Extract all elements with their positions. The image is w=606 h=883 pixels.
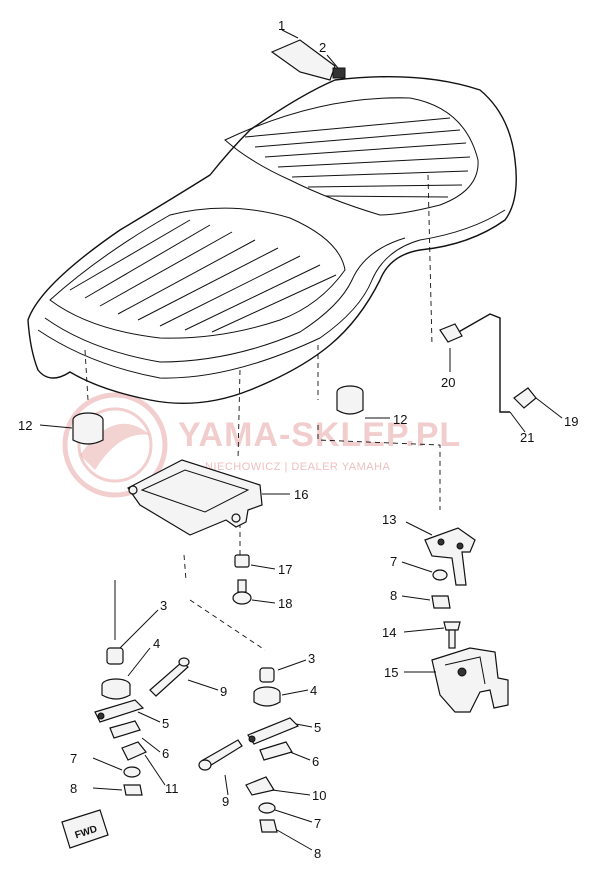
part-number-6-left: 6 <box>162 746 169 761</box>
part-number-7-lock: 7 <box>390 554 397 569</box>
part-number-15: 15 <box>384 665 398 680</box>
part-number-8-left: 8 <box>70 781 77 796</box>
seat-tray <box>127 459 263 536</box>
part-number-16: 16 <box>294 487 308 502</box>
assembly-guide-lines <box>84 174 441 651</box>
part-number-labels: 1 2 12 12 16 17 18 3 4 9 5 6 7 11 8 3 4 … <box>18 18 578 861</box>
emblem-bracket <box>270 39 346 81</box>
part-number-5-left: 5 <box>162 716 169 731</box>
rubber-damper-left <box>72 412 104 445</box>
part-number-2: 2 <box>319 40 326 55</box>
part-number-5-right: 5 <box>314 720 321 735</box>
part-number-3-right: 3 <box>308 651 315 666</box>
part-number-12-right: 12 <box>393 412 407 427</box>
grommet-17 <box>234 554 250 568</box>
seat-lock-bracket <box>431 647 509 713</box>
part-number-6-right: 6 <box>312 754 319 769</box>
part-number-13: 13 <box>382 512 396 527</box>
part-number-17: 17 <box>278 562 292 577</box>
part-number-20: 20 <box>441 375 455 390</box>
part-number-9-right: 9 <box>222 794 229 809</box>
leader-lines <box>39 29 563 851</box>
watermark-brand: YAMA-SKLEP.PL <box>178 416 461 454</box>
bolt-18 <box>232 579 252 605</box>
seat-lock-cable <box>439 313 537 413</box>
seat-lock-hook <box>424 527 476 586</box>
bolt-14 <box>443 621 461 649</box>
seat-assembly <box>27 75 517 405</box>
part-number-19: 19 <box>564 414 578 429</box>
part-number-3-left: 3 <box>160 598 167 613</box>
part-number-12-left: 12 <box>18 418 32 433</box>
part-number-8-right: 8 <box>314 846 321 861</box>
forward-direction-badge: FWD <box>61 809 109 849</box>
washer-7-right <box>432 569 448 581</box>
nut-8-right <box>431 595 451 609</box>
part-number-11: 11 <box>165 781 179 796</box>
rubber-damper-right <box>336 385 364 415</box>
part-number-1: 1 <box>278 18 285 33</box>
right-mount-stack <box>198 667 300 833</box>
part-number-10: 10 <box>312 788 326 803</box>
part-number-4-right: 4 <box>310 683 317 698</box>
part-number-21: 21 <box>520 430 534 445</box>
watermark-tagline: NIECHOWICZ | DEALER YAMAHA <box>205 461 391 473</box>
part-number-9-left: 9 <box>220 684 227 699</box>
part-number-18: 18 <box>278 596 292 611</box>
part-number-7-right: 7 <box>314 816 321 831</box>
part-number-8-lock: 8 <box>390 588 397 603</box>
watermark: YAMA-SKLEP.PL NIECHOWICZ | DEALER YAMAHA <box>62 392 461 498</box>
part-number-7-left: 7 <box>70 751 77 766</box>
part-number-4-left: 4 <box>153 636 160 651</box>
left-mount-stack <box>94 647 190 796</box>
part-number-14: 14 <box>382 625 396 640</box>
